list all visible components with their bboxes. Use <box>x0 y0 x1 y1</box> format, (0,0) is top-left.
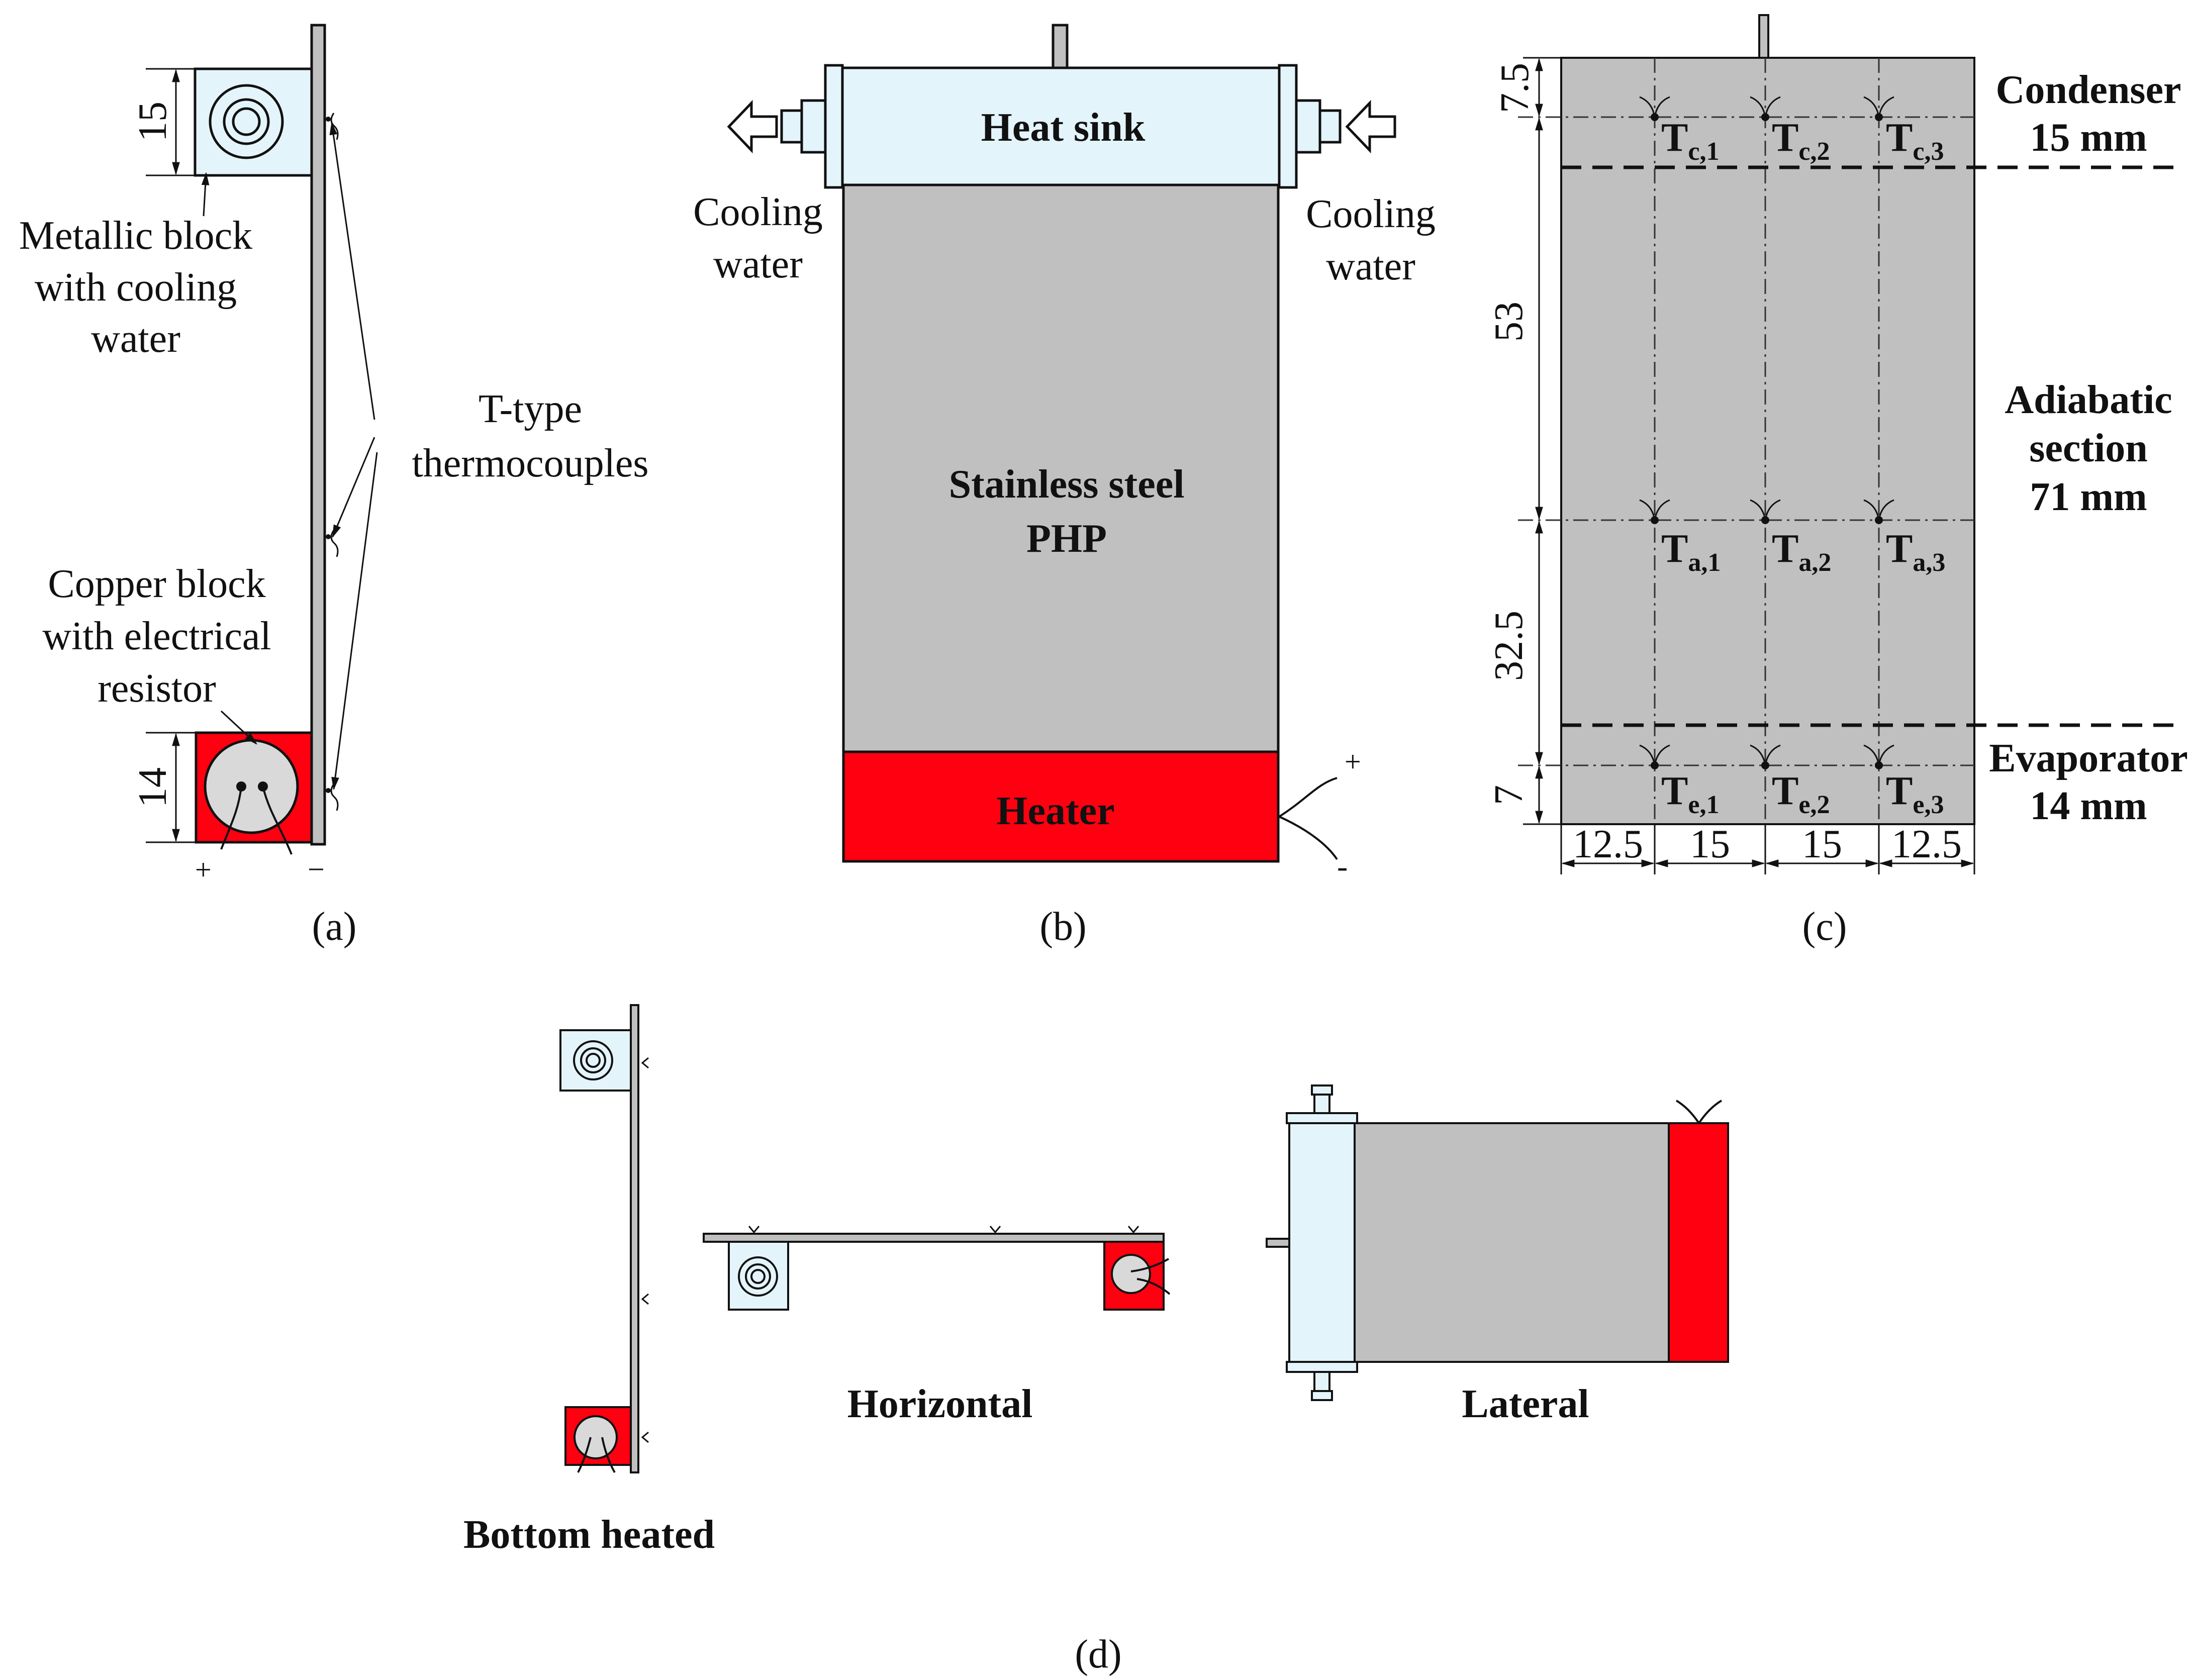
panel-a: + − 15 14 Metallic block with cooling wa… <box>19 24 649 949</box>
cooling-water-left-2: water <box>713 242 803 286</box>
copper-block-label-2: with electrical <box>42 614 271 658</box>
sensor-tc3: Tc,3 <box>1886 116 1944 166</box>
sensor-ta2: Ta,2 <box>1772 527 1831 577</box>
condenser-label-2: 15 mm <box>2030 116 2147 160</box>
horizontal-label: Horizontal <box>847 1382 1033 1426</box>
sensor-te3: Te,3 <box>1886 769 1944 819</box>
panel-c: Tc,1 Tc,2 Tc,3 Ta,1 Ta,2 Ta,3 Te,1 Te,2 … <box>1487 14 2188 949</box>
dim-c-h4: 12.5 <box>1891 822 1962 866</box>
metallic-block <box>194 67 313 177</box>
adiabatic-label-2: section <box>2029 426 2148 470</box>
sensor-te2: Te,2 <box>1772 769 1830 819</box>
php-plate-front <box>1560 57 1975 825</box>
panel-d: Bottom heated Horizontal <box>463 1004 1729 1676</box>
php-body <box>842 183 1280 753</box>
cooling-water-right-2: water <box>1326 244 1415 288</box>
heater-block <box>842 750 1280 863</box>
orientation-horizontal: Horizontal <box>703 1226 1171 1426</box>
dim-a-bottom: 14 <box>131 767 175 808</box>
sensor-tc1: Tc,1 <box>1661 116 1719 166</box>
sensor-ta3: Ta,3 <box>1886 527 1945 577</box>
php-plate-side <box>310 24 326 846</box>
dim-c-v1: 7.5 <box>1493 63 1537 113</box>
metallic-block-label-1: Metallic block <box>19 214 252 258</box>
dim-c-v2: 53 <box>1487 302 1531 342</box>
sensor-tc2: Tc,2 <box>1772 116 1830 166</box>
copper-plus: + <box>195 853 212 886</box>
cooling-water-left-1: Cooling <box>693 190 823 234</box>
resistor-icon <box>204 739 299 834</box>
adiabatic-label-3: 71 mm <box>2030 475 2147 519</box>
thermocouples-label-1: T-type <box>479 387 582 431</box>
heat-sink <box>832 66 1290 186</box>
dim-c-h3: 15 <box>1802 822 1842 866</box>
water-in-arrow <box>1345 100 1396 154</box>
panel-b-label: (b) <box>1039 905 1086 949</box>
evaporator-label-1: Evaporator <box>1989 736 2188 780</box>
heater-label: Heater <box>996 789 1114 833</box>
thermocouples-label-2: thermocouples <box>412 441 649 485</box>
metallic-block-label-2: with cooling <box>35 265 237 310</box>
copper-block-label-3: resistor <box>98 666 216 711</box>
heater-plus: + <box>1345 745 1361 778</box>
evaporator-label-2: 14 mm <box>2030 784 2147 828</box>
orientation-lateral: Lateral <box>1266 1084 1729 1426</box>
panel-a-label: (a) <box>312 905 357 949</box>
fill-port-b <box>1052 24 1069 69</box>
cooling-water-right-1: Cooling <box>1306 192 1436 236</box>
heat-sink-label: Heat sink <box>981 106 1146 150</box>
panel-d-label: (d) <box>1075 1632 1121 1676</box>
sensor-te1: Te,1 <box>1661 769 1719 819</box>
adiabatic-label-1: Adiabatic <box>2005 378 2172 422</box>
sensor-ta1: Ta,1 <box>1661 527 1721 577</box>
php-label-1: Stainless steel <box>949 462 1185 507</box>
panel-c-label: (c) <box>1802 905 1847 949</box>
dim-c-v4: 7 <box>1487 785 1531 805</box>
lateral-label: Lateral <box>1462 1382 1589 1426</box>
sensor-marks <box>1639 96 1894 769</box>
php-label-2: PHP <box>1026 517 1107 561</box>
heater-minus: - <box>1337 848 1348 884</box>
dim-c-h1: 12.5 <box>1573 822 1643 866</box>
copper-minus: − <box>308 853 325 886</box>
bottom-heated-label: Bottom heated <box>463 1513 715 1557</box>
dim-c-v3: 32.5 <box>1487 611 1531 681</box>
orientation-bottom-heated: Bottom heated <box>463 1004 715 1557</box>
panel-b: Heat sink Cooling water Cooling water St… <box>693 24 1436 949</box>
condenser-label-1: Condenser <box>1996 68 2181 112</box>
copper-block-label-1: Copper block <box>48 562 265 606</box>
cooling-channel-icon <box>209 84 284 159</box>
dim-c-h2: 15 <box>1690 822 1730 866</box>
metallic-block-label-3: water <box>91 317 180 361</box>
water-out-arrow <box>727 100 778 154</box>
fill-port-c <box>1758 14 1769 60</box>
dim-a-top: 15 <box>131 102 175 142</box>
